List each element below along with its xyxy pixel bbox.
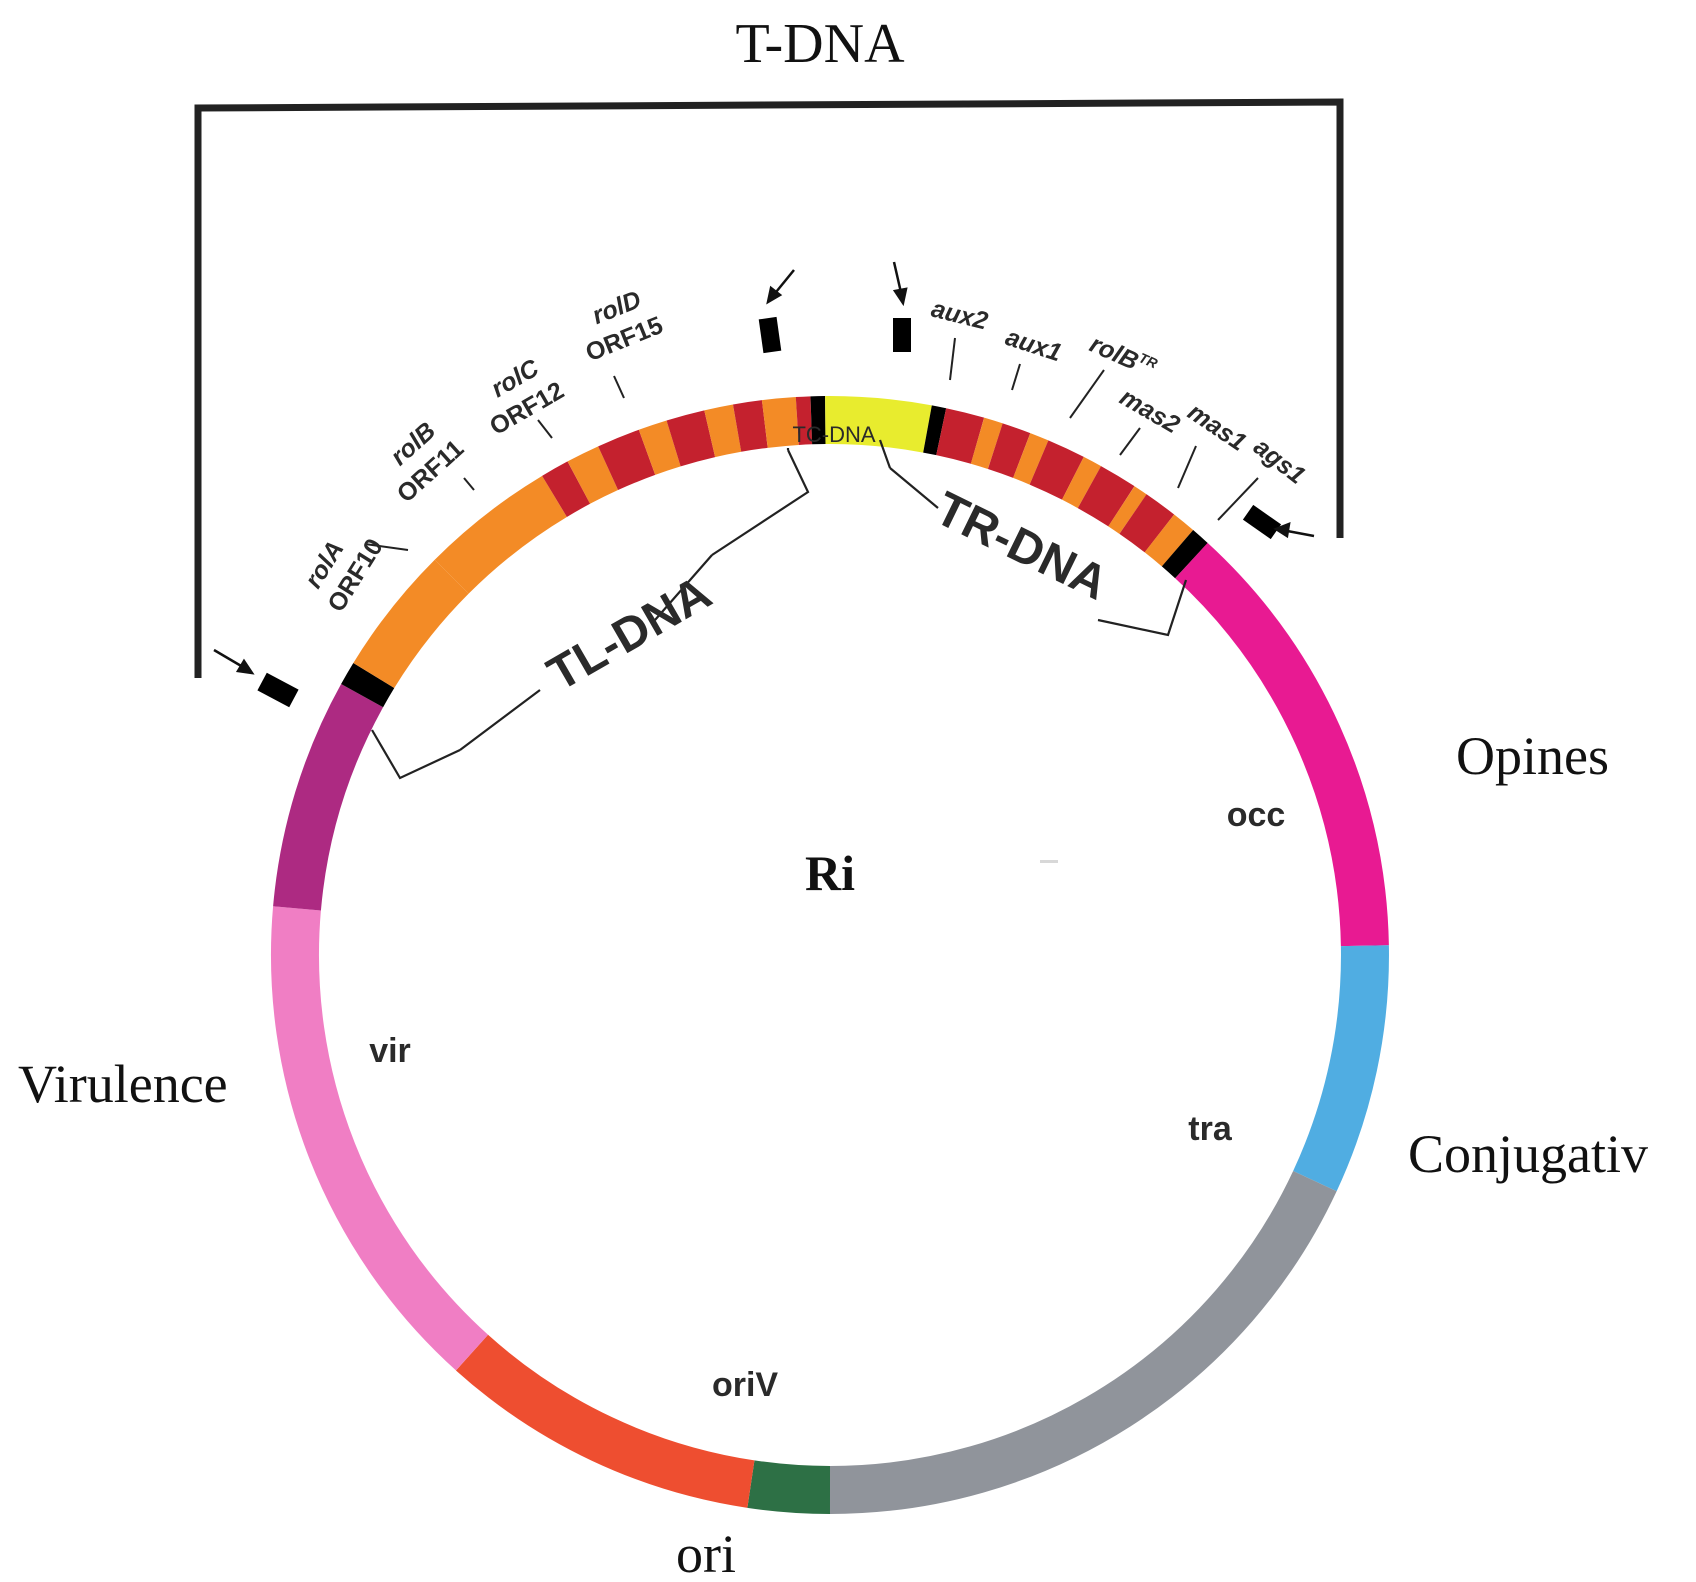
region-ori: ori (676, 1524, 736, 1582)
ring-segment-tc-dna (825, 395, 932, 453)
ring-segment-rolA (542, 461, 591, 518)
plasmid-name: Ri (805, 845, 855, 901)
gene-ags1: ags1 (1248, 433, 1310, 490)
border-marker-tr-left (893, 318, 911, 352)
tdna-bracket (194, 98, 1344, 678)
border-markers (257, 316, 1282, 708)
ring-segment-tr-orange-1 (970, 417, 1003, 470)
arrow-left-head (235, 658, 255, 675)
gene-label-rolC: rolC ORF12 (485, 353, 569, 440)
locus-oriV: oriV (712, 1366, 778, 1404)
ring-segment-ags1 (1144, 514, 1194, 567)
ring-segment-tl-orange-0 (353, 559, 469, 689)
faint-dash (1040, 860, 1058, 863)
border-marker-left (257, 672, 299, 708)
ring-segment-rolC (666, 410, 716, 467)
ring-segment-tl-orange-3 (638, 420, 681, 475)
border-marker-tr-right (1242, 504, 1282, 540)
locus-vir: vir (369, 1032, 411, 1070)
ring-segment-aux1 (987, 423, 1031, 478)
segment-tc-dna: TC-DNA (792, 422, 875, 447)
leader-mas1 (1177, 445, 1197, 489)
tl-dna-bracket (371, 449, 810, 780)
locus-tra: tra (1188, 1110, 1233, 1148)
gene-aux2: aux2 (929, 295, 991, 336)
leader-mas2 (1119, 427, 1141, 456)
arrow-tr-head (892, 287, 908, 307)
gene-label-rolA: rolA ORF10 (299, 534, 388, 617)
ring-segment-tl-orange-2 (567, 446, 619, 504)
ring-segment-tr-orange-2 (1013, 433, 1049, 485)
leader-rolA (364, 543, 409, 551)
leader-aux1 (1011, 363, 1021, 391)
ring-segment-opines (1175, 542, 1389, 947)
leader-rolD (613, 375, 625, 399)
ring-segment-rolD (732, 400, 768, 452)
diagram-title: T-DNA (735, 13, 905, 75)
border-marker-tl-right (758, 316, 782, 354)
segment-brackets (371, 439, 1188, 780)
gene-rolBTR-name: rolB (1086, 330, 1143, 376)
segment-tl-dna: TL-DNA (539, 566, 720, 701)
arrow-right-head (1273, 522, 1291, 539)
region-conjugative: Conjugativ (1408, 1124, 1648, 1184)
ring-segment-conjugative (1293, 945, 1389, 1192)
ring-segment-tr-orange-4 (1108, 486, 1147, 534)
ring-segment-rolBTR (1029, 440, 1084, 500)
gene-leader-lines (364, 337, 1259, 551)
leader-aux2 (949, 337, 956, 381)
leader-rolB (463, 477, 475, 491)
border-arrows (213, 261, 1315, 675)
gene-label-rolD: rolD ORF15 (582, 285, 667, 367)
gene-mas2: mas2 (1115, 383, 1184, 439)
plasmid-ring (271, 395, 1389, 1514)
ring-segment-border-left (341, 662, 395, 708)
ring-segment-ori-green (747, 1460, 831, 1514)
gene-rolBTR: rolBTR (1086, 329, 1161, 384)
gene-rolBTR-sup: TR (1137, 349, 1161, 372)
ring-segment-border-right (1161, 530, 1208, 579)
gene-mas1: mas1 (1183, 398, 1252, 457)
ring-segment-mas2 (1077, 466, 1135, 527)
ring-segment-tl-red-end (795, 396, 813, 445)
ring-segment-rolB (598, 429, 656, 491)
ring-segment-mas1 (1119, 494, 1175, 553)
ring-segment-tl-orange-4 (704, 404, 742, 458)
leader-ags1 (1217, 477, 1259, 521)
arrow-tl-head (766, 285, 783, 305)
ring-segment-border-tr (923, 405, 947, 456)
gene-aux1: aux1 (1002, 323, 1065, 367)
ring-segment-virulence-dark (273, 683, 384, 911)
region-opines: Opines (1456, 726, 1609, 786)
ring-segment-tl-orange-5 (761, 397, 799, 448)
leader-rolC (537, 419, 553, 439)
tr-dna-bracket (889, 467, 1188, 637)
ring-segment-gray (829, 1170, 1337, 1514)
ring-segment-tl-orange-1 (434, 475, 568, 594)
region-virulence: Virulence (18, 1054, 228, 1114)
leader-rolBTR (1069, 369, 1105, 419)
locus-occ: occ (1227, 796, 1286, 834)
gene-label-rolB: rolB ORF11 (385, 417, 469, 508)
ring-segment-ori-red (455, 1334, 755, 1508)
ring-segment-tr-orange-3 (1061, 456, 1102, 509)
ring-segment-aux2 (936, 408, 985, 464)
tl-dna-bracket-mid (459, 554, 713, 751)
tc-dna-bracket (786, 439, 892, 469)
ring-segment-virulence (271, 906, 489, 1371)
